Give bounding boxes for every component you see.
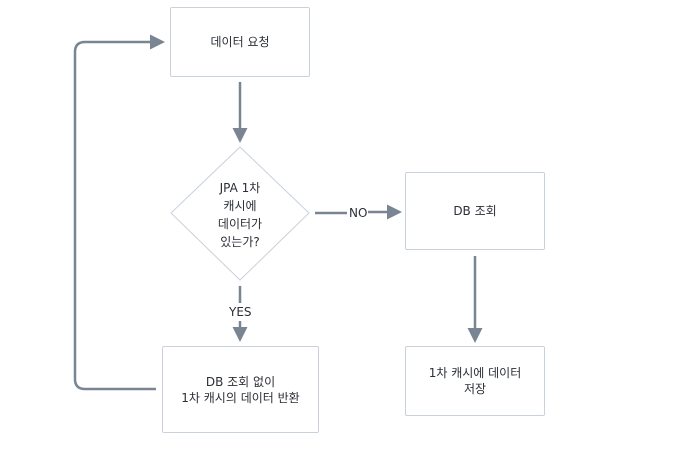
node-return-cache: DB 조회 없이 1차 캐시의 데이터 반환 <box>162 346 319 433</box>
node-return-cache-label: DB 조회 없이 1차 캐시의 데이터 반환 <box>181 374 300 405</box>
node-save-cache-label: 1차 캐시에 데이터 저장 <box>428 366 522 396</box>
decision-label: JPA 1차 캐시에 데이터가 있는가? <box>217 181 263 249</box>
node-db-query: DB 조회 <box>405 172 545 250</box>
node-save-cache: 1차 캐시에 데이터 저장 <box>405 346 545 416</box>
edge-return-to-request-loop <box>73 34 165 391</box>
edge-label-no: NO <box>348 206 369 220</box>
node-db-query-label: DB 조회 <box>453 204 497 218</box>
node-data-request: 데이터 요청 <box>170 7 310 77</box>
node-data-request-label: 데이터 요청 <box>210 35 270 49</box>
edge-label-yes: YES <box>228 305 253 319</box>
decision-diamond <box>170 146 310 281</box>
